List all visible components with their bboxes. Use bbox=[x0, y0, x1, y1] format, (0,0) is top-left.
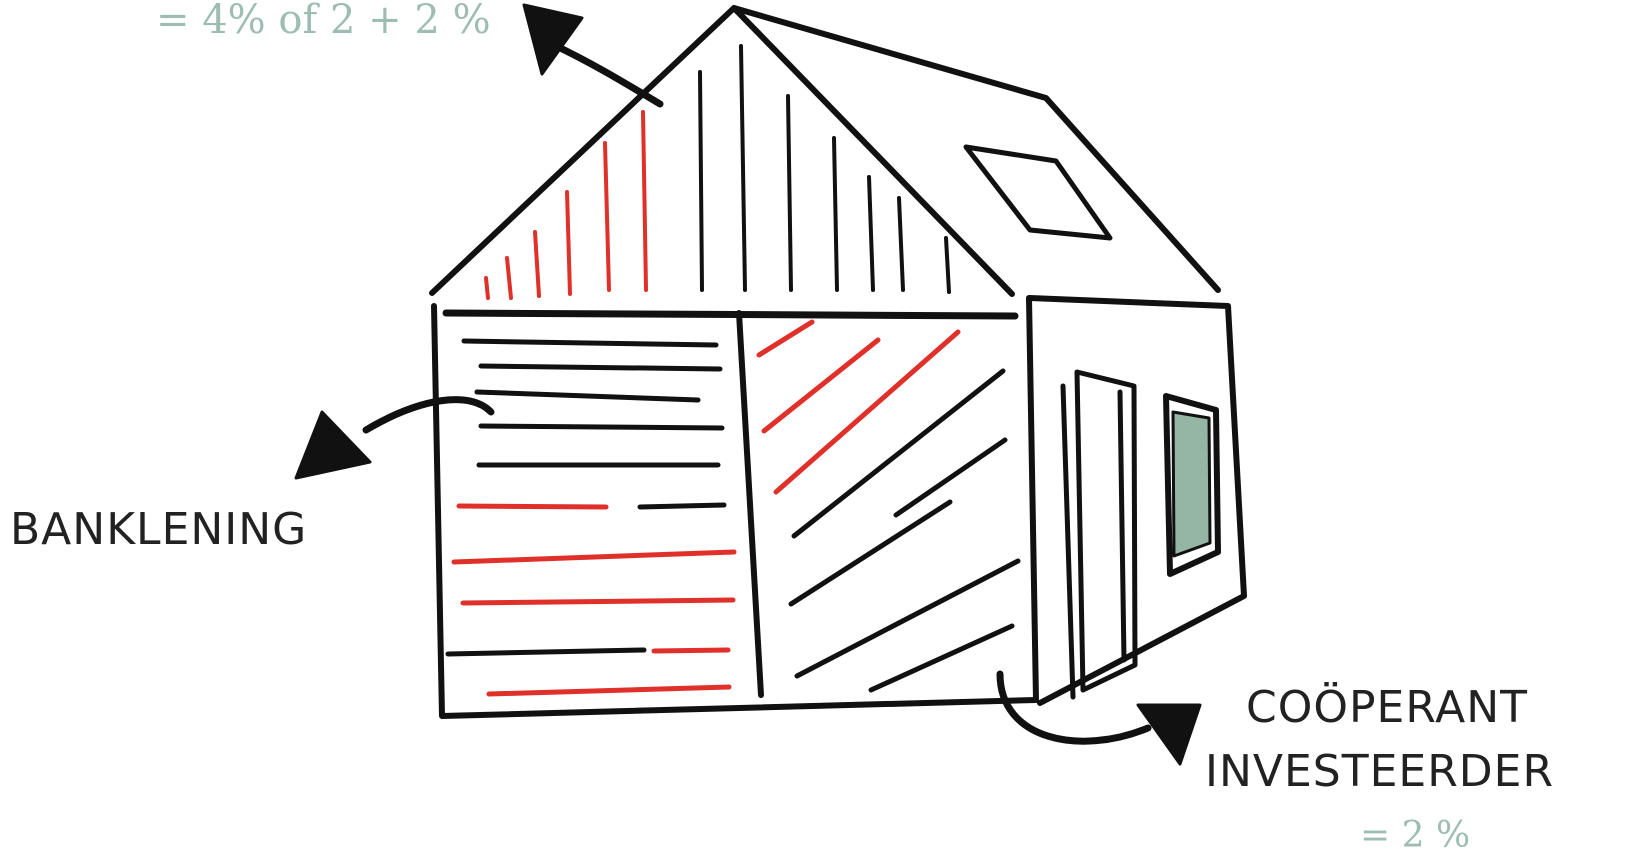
wall-hatch-black bbox=[448, 341, 724, 654]
house-center-divider bbox=[739, 313, 761, 695]
coop-investor-label-line2: INVESTEERDER bbox=[1205, 750, 1554, 794]
side-window bbox=[1166, 396, 1218, 574]
arrow-up-left-icon bbox=[524, 5, 660, 104]
top-formula-label: = 4% of 2 + 2 % bbox=[156, 0, 491, 40]
roof-skylight bbox=[966, 147, 1110, 238]
side-door bbox=[1063, 372, 1135, 697]
arrow-right-icon bbox=[1000, 674, 1200, 764]
bank-loan-label: BANKLENING bbox=[10, 508, 307, 552]
diag-hatch-red bbox=[759, 322, 958, 492]
house-gable bbox=[432, 8, 1012, 294]
gable-hatch-red bbox=[486, 112, 646, 298]
gable-hatch-black bbox=[700, 46, 949, 292]
diag-hatch-black bbox=[791, 371, 1018, 690]
coop-rate-label: = 2 % bbox=[1360, 818, 1470, 854]
arrow-left-icon bbox=[296, 400, 491, 478]
house-beam bbox=[446, 313, 1015, 316]
coop-investor-label-line1: COÖPERANT bbox=[1246, 686, 1528, 730]
wall-hatch-red bbox=[454, 506, 734, 694]
